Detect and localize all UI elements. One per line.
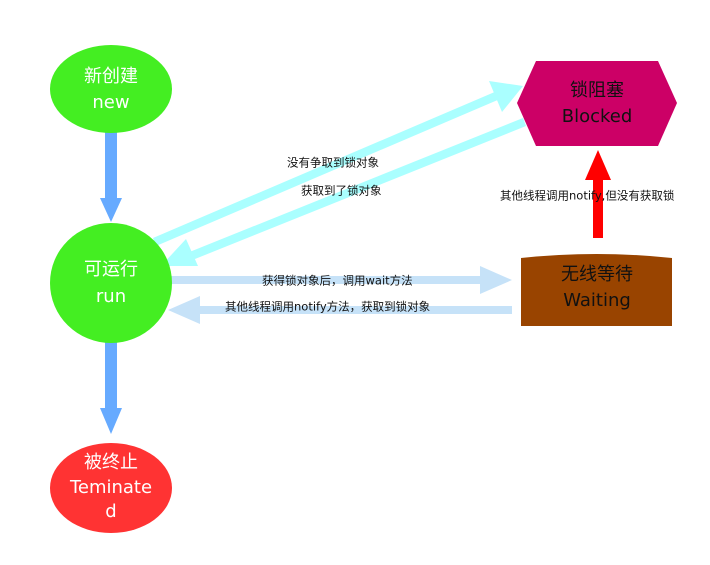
node-run-label-en: run bbox=[96, 286, 126, 307]
edge-label-waiting-to-blocked: 其他线程调用notify,但没有获取锁 bbox=[500, 189, 675, 203]
node-terminated: 被终止 Teminate d bbox=[50, 443, 172, 533]
edge-label-run-to-blocked: 没有争取到锁对象 bbox=[287, 156, 379, 170]
arrow-blocked-to-run bbox=[161, 118, 526, 266]
node-waiting-label-en: Waiting bbox=[563, 290, 631, 311]
edge-label-blocked-to-run: 获取到了锁对象 bbox=[301, 184, 382, 198]
edge-label-waiting-to-run: 其他线程调用notify方法，获取到锁对象 bbox=[225, 300, 430, 314]
node-new: 新创建 new bbox=[50, 45, 172, 133]
node-new-label-cn: 新创建 bbox=[84, 66, 138, 87]
node-run-label-cn: 可运行 bbox=[84, 259, 138, 280]
arrow-new-to-run bbox=[100, 132, 122, 222]
node-blocked-label-en: Blocked bbox=[562, 106, 633, 127]
node-blocked-label-cn: 锁阻塞 bbox=[570, 80, 624, 101]
edge-label-run-to-waiting: 获得锁对象后，调用wait方法 bbox=[262, 274, 413, 288]
arrow-run-to-waiting bbox=[170, 266, 512, 294]
node-terminated-label-en-2: d bbox=[105, 501, 116, 522]
node-terminated-label-en: Teminate bbox=[69, 477, 152, 498]
arrow-run-to-terminated bbox=[100, 338, 122, 434]
node-terminated-label-cn: 被终止 bbox=[84, 452, 138, 473]
node-blocked: 锁阻塞 Blocked bbox=[517, 61, 677, 146]
node-new-label-en: new bbox=[92, 92, 129, 113]
node-waiting-label-cn: 无线等待 bbox=[561, 264, 633, 285]
arrow-waiting-to-run bbox=[168, 296, 512, 324]
arrow-run-to-blocked bbox=[153, 81, 523, 246]
arrow-waiting-to-blocked bbox=[585, 150, 611, 238]
node-waiting: 无线等待 Waiting bbox=[521, 254, 672, 326]
node-run: 可运行 run bbox=[50, 223, 172, 343]
